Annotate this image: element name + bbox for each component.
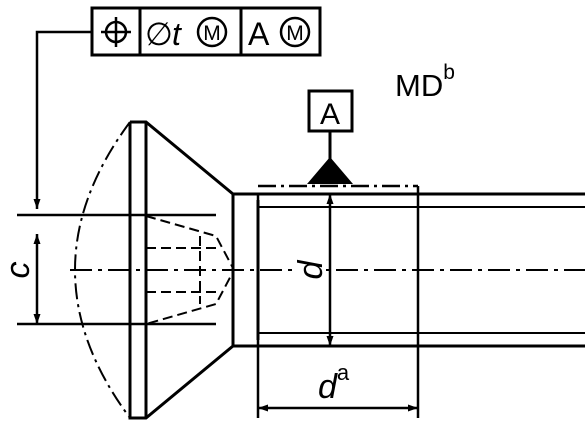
tolerance-value: t: [172, 16, 182, 52]
diameter-symbol: ∅: [145, 16, 173, 52]
datum-triangle: [307, 157, 353, 184]
mmc-modifier-circle: [196, 16, 228, 48]
datum-reference: A: [248, 16, 270, 52]
datum-label: A: [320, 98, 340, 131]
note-md: MDb: [395, 61, 455, 103]
datum-feature-symbol: A: [307, 89, 354, 184]
dimension-c: c: [0, 213, 216, 326]
position-tolerance-icon: [101, 17, 131, 47]
dimension-da: da: [258, 360, 418, 412]
feature-control-frame: ∅ t M A M: [90, 6, 322, 57]
dimension-label-da: da: [318, 360, 350, 406]
screw-shank: [256, 184, 585, 418]
dimension-d: d: [292, 194, 334, 346]
dimension-label-d: d: [292, 259, 330, 279]
leader-line: [33, 30, 92, 209]
dimension-label-c: c: [0, 262, 37, 279]
datum-mmc-letter: M: [286, 22, 304, 45]
datum-mmc-circle: [279, 16, 311, 48]
mmc-modifier-letter: M: [203, 22, 221, 45]
